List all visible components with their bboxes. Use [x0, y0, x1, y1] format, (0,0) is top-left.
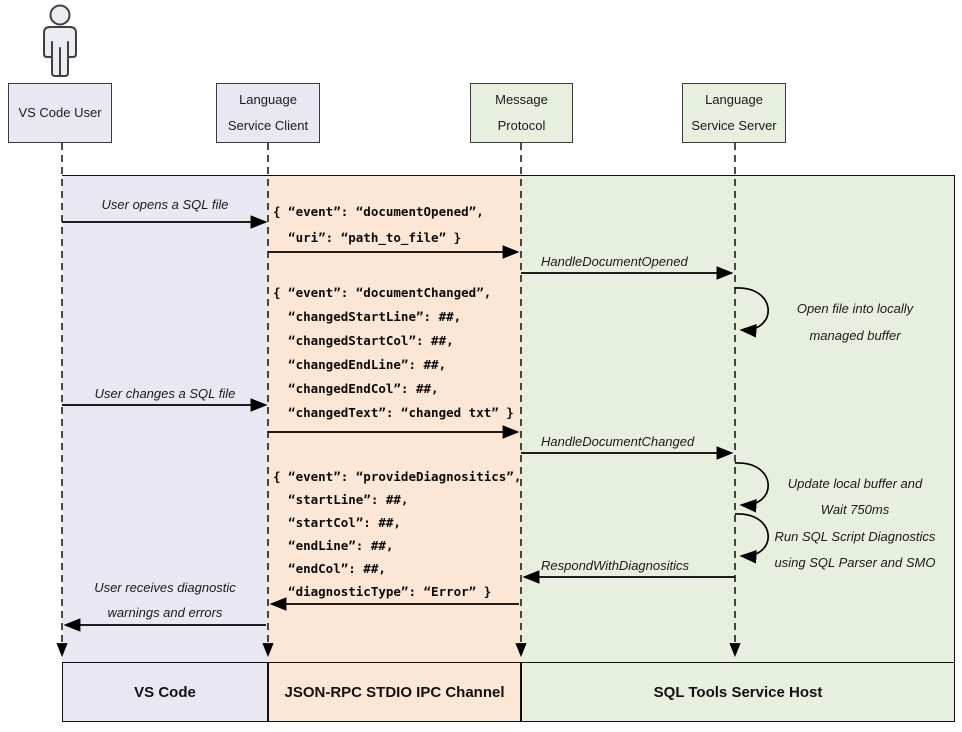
json-line: { “event”: “provideDiagnositics”, — [273, 469, 522, 484]
lane-ipc-channel — [268, 175, 521, 662]
json-line: { “event”: “documentChanged”, — [273, 285, 492, 300]
label-handle-doc-changed: HandleDocumentChanged — [541, 434, 695, 449]
payload-document-changed: { “event”: “documentChanged”, “changedSt… — [273, 281, 514, 425]
user-actor-icon — [43, 4, 77, 77]
json-line: “changedEndCol”: ##, — [273, 381, 439, 396]
json-line: “changedText”: “changed txt” } — [273, 405, 514, 420]
json-line: “startCol”: ##, — [273, 515, 401, 530]
system-label: SQL Tools Service Host — [653, 683, 823, 701]
system-label: JSON-RPC STDIO IPC Channel — [284, 683, 505, 701]
actor-box-language-server: Language Service Server — [682, 83, 786, 143]
json-line: “changedStartCol”: ##, — [273, 333, 454, 348]
label-user-changes: User changes a SQL file — [94, 386, 236, 401]
json-line: “changedStartLine”: ##, — [273, 309, 462, 324]
payload-document-opened: { “event”: “documentOpened”, “uri”: “pat… — [273, 199, 484, 251]
system-box-vscode: VS Code — [62, 662, 268, 722]
note-update-buffer: Update local buffer and Wait 750ms — [770, 471, 940, 523]
actor-box-language-client: Language Service Client — [216, 83, 320, 143]
json-line: “endLine”: ##, — [273, 538, 394, 553]
note-line: managed buffer — [809, 328, 901, 343]
note-line: warnings and errors — [107, 605, 223, 620]
system-box-ipc-channel: JSON-RPC STDIO IPC Channel — [268, 662, 521, 722]
json-line: “changedEndLine”: ##, — [273, 357, 447, 372]
label-user-opens: User opens a SQL file — [101, 197, 229, 212]
label-handle-doc-opened: HandleDocumentOpened — [541, 254, 688, 269]
lane-vscode — [62, 175, 268, 662]
actor-label: VS Code User — [18, 105, 102, 120]
note-line: Open file into locally — [796, 301, 914, 316]
note-line: Wait 750ms — [820, 502, 890, 517]
note-user-receives: User receives diagnostic warnings and er… — [62, 575, 268, 625]
actor-label: Language Service Client — [227, 92, 309, 133]
system-label: VS Code — [134, 683, 196, 701]
note-line: using SQL Parser and SMO — [774, 555, 936, 570]
label-respond-with-diagnostics: RespondWithDiagnositics — [541, 558, 690, 573]
note-line: Update local buffer and — [787, 476, 923, 491]
json-line: “diagnosticType”: “Error” } — [273, 584, 492, 599]
note-line: User receives diagnostic — [94, 580, 236, 595]
lane-service-host — [521, 175, 955, 662]
note-line: Run SQL Script Diagnostics — [774, 529, 936, 544]
json-line: “uri”: “path_to_file” } — [273, 230, 462, 245]
system-box-service-host: SQL Tools Service Host — [521, 662, 955, 722]
actor-label: Language Service Server — [691, 92, 777, 133]
json-line: “startLine”: ##, — [273, 492, 409, 507]
note-run-diagnostics: Run SQL Script Diagnostics using SQL Par… — [770, 524, 940, 576]
actor-box-vscode-user: VS Code User — [8, 83, 112, 143]
actor-label: Message Protocol — [495, 92, 548, 133]
actor-box-message-protocol: Message Protocol — [470, 83, 573, 143]
note-open-file: Open file into locally managed buffer — [770, 295, 940, 349]
json-line: { “event”: “documentOpened”, — [273, 204, 484, 219]
payload-provide-diagnostics: { “event”: “provideDiagnositics”, “start… — [273, 465, 521, 603]
json-line: “endCol”: ##, — [273, 561, 386, 576]
